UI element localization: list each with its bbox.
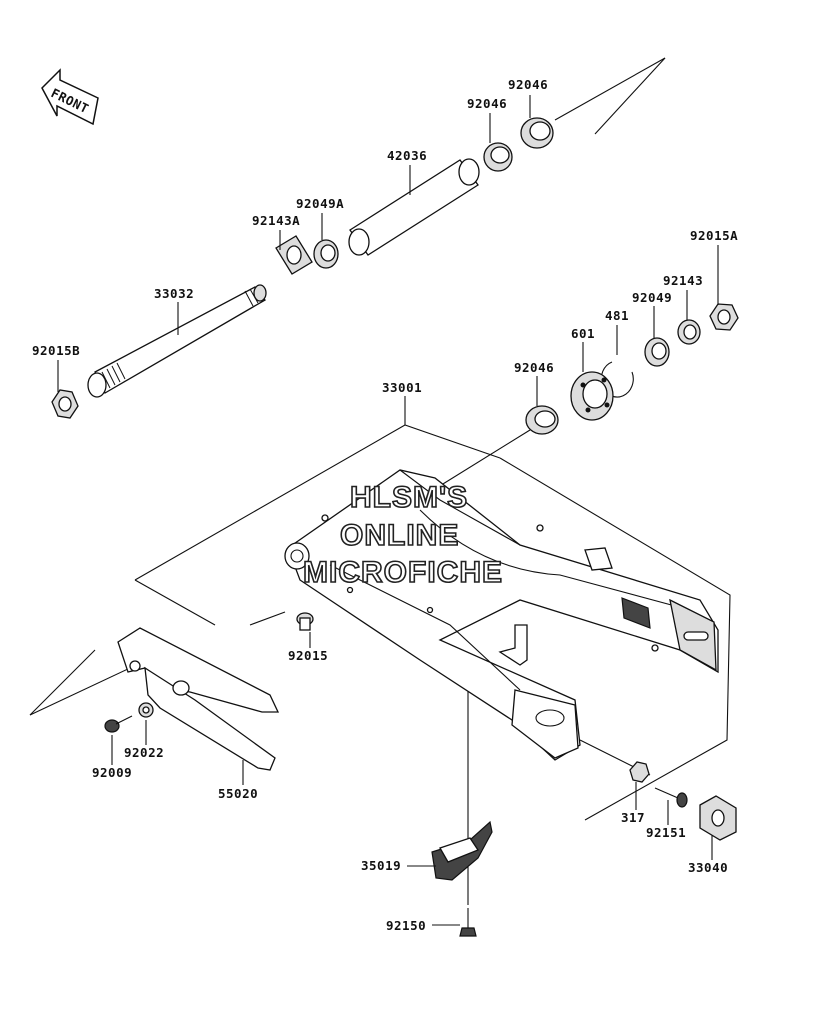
bolt-92150 bbox=[459, 908, 477, 937]
axle-33032 bbox=[87, 284, 267, 398]
part-label-92015B: 92015B bbox=[32, 343, 80, 358]
swingarm-33001 bbox=[284, 469, 719, 761]
part-label-33001: 33001 bbox=[382, 380, 422, 395]
watermark-line2: ONLINE bbox=[340, 519, 459, 552]
part-label-481: 481 bbox=[605, 308, 629, 323]
part-label-317: 317 bbox=[621, 810, 645, 825]
part-label-601: 601 bbox=[571, 326, 595, 341]
part-label-33032: 33032 bbox=[154, 286, 194, 301]
ball-bearing-601 bbox=[570, 371, 614, 421]
part-labels: 92046 92046 42036 92049A 92143A 33032 92… bbox=[32, 77, 738, 933]
watermark-line3: MICROFICHE bbox=[303, 556, 503, 589]
bearing-92046-lower bbox=[525, 405, 559, 435]
nut-92015B bbox=[51, 389, 79, 419]
watermark-line1: HLSM'S bbox=[350, 481, 468, 514]
guide-lines bbox=[29, 57, 731, 905]
seal-92049 bbox=[644, 337, 670, 367]
collar-92143A bbox=[275, 235, 313, 275]
slider-35019 bbox=[431, 820, 493, 881]
washer-92022 bbox=[138, 702, 154, 718]
bolt-92151 bbox=[654, 787, 688, 808]
nut-92015A bbox=[709, 303, 739, 331]
part-label-92015: 92015 bbox=[288, 648, 328, 663]
bearing-92046-upper bbox=[520, 117, 554, 149]
part-label-92046-b: 92046 bbox=[467, 96, 507, 111]
collar-92143 bbox=[677, 319, 701, 345]
part-label-92143: 92143 bbox=[663, 273, 703, 288]
front-arrow-icon: FRONT bbox=[41, 68, 99, 126]
part-label-92015A: 92015A bbox=[690, 228, 738, 243]
bearing-92046-middle bbox=[483, 142, 513, 172]
part-label-55020: 55020 bbox=[218, 786, 258, 801]
part-label-92151: 92151 bbox=[646, 825, 686, 840]
part-label-92143A: 92143A bbox=[252, 213, 300, 228]
chain-guard-55020 bbox=[117, 627, 280, 771]
nut-317 bbox=[629, 761, 650, 783]
part-label-92046-a: 92046 bbox=[508, 77, 548, 92]
sleeve-42036 bbox=[348, 158, 480, 256]
part-label-92022: 92022 bbox=[124, 745, 164, 760]
bolt-92015 bbox=[296, 612, 314, 631]
part-label-42036: 42036 bbox=[387, 148, 427, 163]
leader-lines bbox=[57, 95, 719, 926]
part-label-92049: 92049 bbox=[632, 290, 672, 305]
bolt-92009 bbox=[104, 715, 133, 733]
watermark: HLSM'S ONLINE MICROFICHE bbox=[302, 480, 503, 590]
seal-92049A bbox=[313, 239, 339, 269]
part-label-92009: 92009 bbox=[92, 765, 132, 780]
part-label-92150: 92150 bbox=[386, 918, 426, 933]
part-label-92049A: 92049A bbox=[296, 196, 344, 211]
adjuster-block-33040 bbox=[699, 795, 737, 841]
part-label-33040: 33040 bbox=[688, 860, 728, 875]
part-label-92046-c: 92046 bbox=[514, 360, 554, 375]
part-label-35019: 35019 bbox=[361, 858, 401, 873]
